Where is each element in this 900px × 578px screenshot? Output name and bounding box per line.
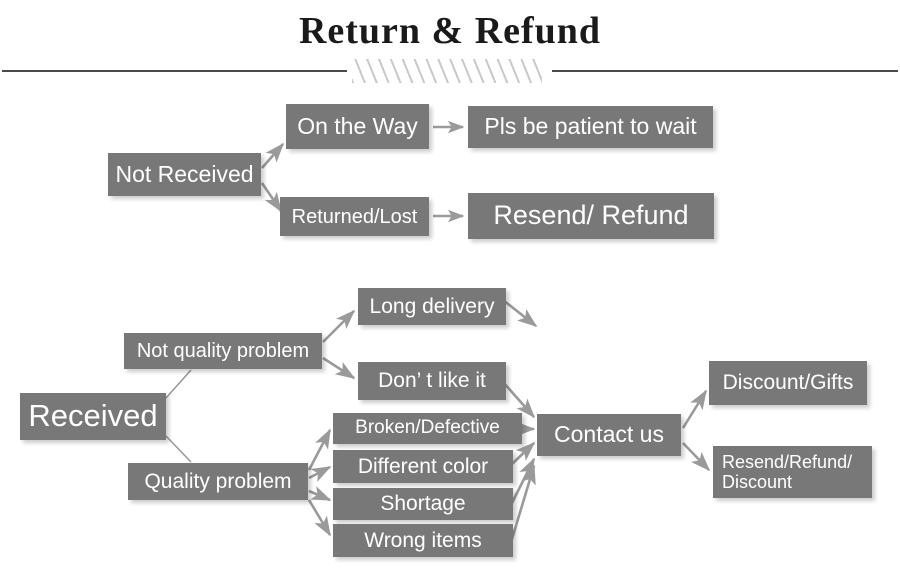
connector-longdelivery-out <box>502 298 538 328</box>
connector-received-quality <box>165 435 192 463</box>
node-returned-lost[interactable]: Returned/Lost <box>280 197 429 236</box>
node-resend-refund-discount[interactable]: Resend/Refund/ Discount <box>713 446 872 498</box>
node-different-color[interactable]: Different color <box>333 450 513 483</box>
connector-received-notquality <box>165 369 192 399</box>
connector-quality-diffcolor <box>308 465 332 482</box>
node-not-received[interactable]: Not Received <box>108 153 261 196</box>
connector-notquality-longdelivery <box>322 309 356 343</box>
node-not-quality-problem[interactable]: Not quality problem <box>124 333 322 369</box>
node-shortage[interactable]: Shortage <box>333 488 513 520</box>
connector-quality-wrongitems <box>307 499 332 537</box>
connector-notreceived-ontheway <box>261 142 285 169</box>
node-long-delivery[interactable]: Long delivery <box>358 288 506 325</box>
node-received[interactable]: Received <box>20 393 166 440</box>
connector-shortage-contactus <box>510 457 536 504</box>
connector-dontlike-contactus <box>502 381 536 419</box>
node-pls-be-patient-to-wait[interactable]: Pls be patient to wait <box>468 106 713 148</box>
node-dont-like-it[interactable]: Don’ t like it <box>358 362 506 400</box>
connector-contactus-resenddiscount <box>682 442 711 472</box>
node-broken-defective[interactable]: Broken/Defective <box>333 413 522 444</box>
page-title: Return & Refund <box>298 10 602 52</box>
connector-notreceived-returnedlost <box>260 182 283 213</box>
diagonal-hatch-icon <box>352 59 542 83</box>
connector-diffcolor-contactus <box>511 441 536 465</box>
node-wrong-items[interactable]: Wrong items <box>333 524 513 557</box>
node-on-the-way[interactable]: On the Way <box>286 104 429 149</box>
connector-quality-shortage <box>308 486 332 502</box>
node-resend-refund[interactable]: Resend/ Refund <box>468 193 714 239</box>
connector-quality-broken <box>307 428 332 471</box>
divider-line-left <box>2 70 347 72</box>
node-contact-us[interactable]: Contact us <box>537 414 681 456</box>
node-quality-problem[interactable]: Quality problem <box>128 463 308 500</box>
node-discount-gifts[interactable]: Discount/Gifts <box>709 361 867 405</box>
connector-contactus-discountgifts <box>681 389 708 429</box>
connector-wrongitems-contactus <box>510 464 536 540</box>
connector-notquality-dontlike <box>322 356 356 380</box>
divider-line-right <box>552 70 898 72</box>
